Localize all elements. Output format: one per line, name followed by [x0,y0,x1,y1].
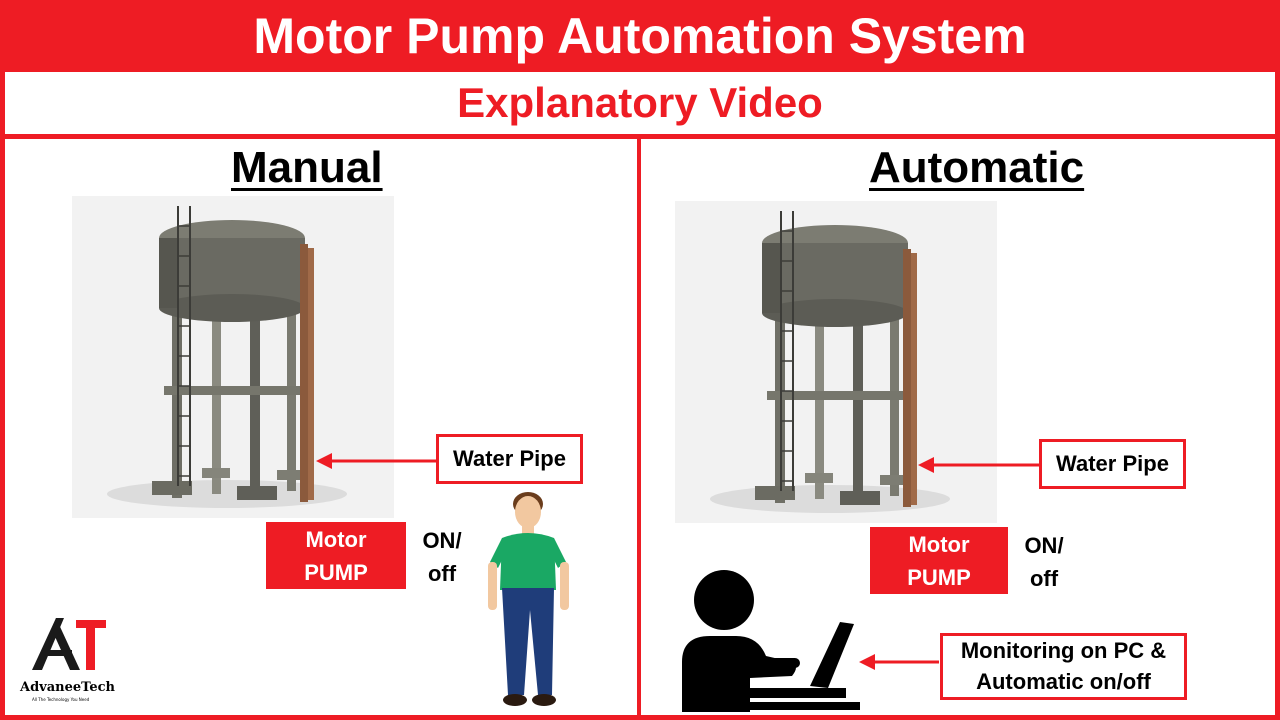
onoff-line1: ON/ [1024,533,1064,558]
subtitle-text: Explanatory Video [457,79,823,126]
water-pipe-text: Water Pipe [453,445,566,471]
computer-user-icon [680,566,860,717]
manual-heading: Manual [231,143,383,192]
water-pipe-label-automatic: Water Pipe [1039,439,1186,489]
monitoring-label: Monitoring on PC & Automatic on/off [940,633,1187,700]
motor-line1: Motor [908,531,970,557]
header-divider [0,134,1280,139]
water-tower-image-automatic [675,201,997,523]
water-tower-image-manual [72,196,394,518]
motor-line1: Motor [305,526,367,552]
logo-name: AdvaneeTech [20,680,115,695]
water-tower-icon [107,206,347,508]
onoff-line2: off [1029,566,1059,591]
onoff-label-manual: ON/ off [414,524,470,590]
logo-mark-icon [32,618,106,670]
logo-tagline: All The Technology You Need [32,697,90,702]
panel-divider [637,139,641,720]
page-title: Motor Pump Automation System [253,8,1027,64]
onoff-label-automatic: ON/ off [1016,529,1072,595]
subtitle: Explanatory Video [0,72,1280,134]
onoff-line2: off [427,561,457,586]
monitor-line1: Monitoring on PC & [960,637,1167,663]
motor-pump-box-automatic: Motor PUMP [870,527,1008,594]
motor-line2: PUMP [907,564,971,590]
motor-pump-box-manual: Motor PUMP [266,522,406,589]
arrow-left-icon [316,451,440,476]
water-pipe-text: Water Pipe [1056,450,1169,476]
arrow-left-icon [859,652,941,677]
automatic-heading: Automatic [869,143,1085,192]
motor-line2: PUMP [304,559,368,585]
advaneetech-logo [28,612,118,679]
title-bar: Motor Pump Automation System [0,0,1280,72]
onoff-line1: ON/ [422,528,462,553]
person-figure [480,490,580,717]
monitor-line2: Automatic on/off [976,668,1151,694]
arrow-left-icon [918,455,1042,480]
water-pipe-label-manual: Water Pipe [436,434,583,484]
water-tower-icon [710,211,950,513]
